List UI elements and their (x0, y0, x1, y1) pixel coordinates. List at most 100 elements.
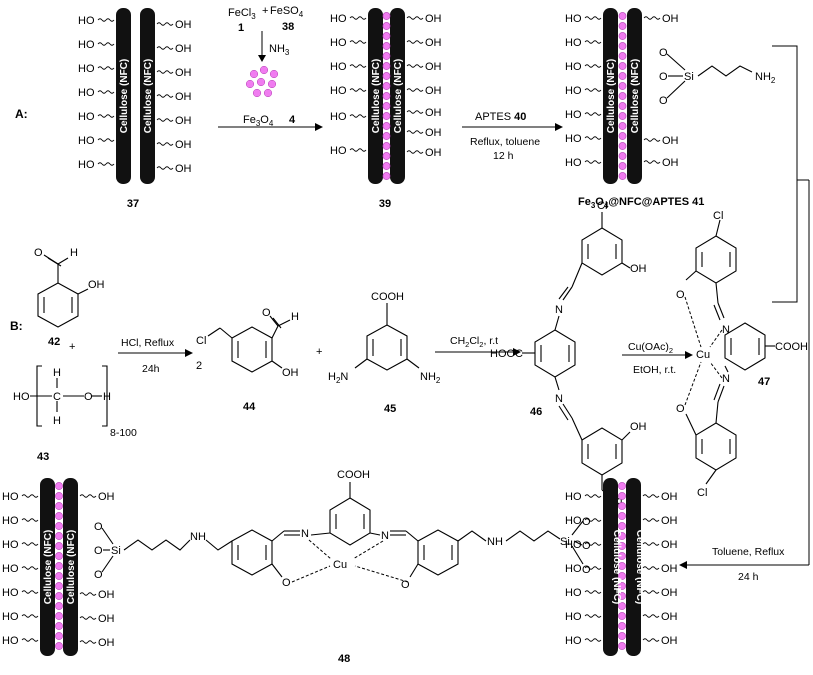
hydroxyl-label: HO (2, 515, 19, 527)
amine-nh: NH (190, 531, 206, 543)
cellulose-rod (603, 478, 618, 656)
product-48-right-rods: Cellulose (NFC) Cellulose (NFC) HOHOHOHO… (565, 478, 678, 656)
nanoparticle-bead (618, 562, 626, 570)
compound-1-label: 1 (238, 22, 244, 34)
atom-o: O (582, 540, 591, 552)
hydroxyl-label: OH (425, 127, 442, 139)
nanoparticle-bead (55, 502, 63, 510)
hydroxyl-label: HO (565, 157, 582, 169)
atom-h: H (70, 247, 78, 259)
hydroxyl-label: OH (175, 43, 192, 55)
hydroxyl-label: HO (565, 635, 582, 647)
nanoparticle-bead (382, 22, 391, 30)
nanoparticle-bead (618, 22, 627, 30)
hydroxyl-label: OH (661, 539, 678, 551)
nanoparticle-bead (55, 562, 63, 570)
rod-group-39: Cellulose (NFC) Cellulose (NFC) HOHOHOHO… (330, 8, 442, 184)
nanoparticle-bead (55, 592, 63, 600)
atom-n: N (555, 304, 563, 316)
nanoparticle-bead (382, 132, 391, 140)
section-label-a: A: (15, 107, 28, 121)
atom-o: O (659, 95, 668, 107)
compound-47-label: 47 (758, 376, 770, 388)
hydroxyl-label: OH (661, 515, 678, 527)
nanoparticle-bead (618, 82, 627, 90)
amine-right: NH2 (420, 371, 441, 385)
condition-ch2cl2: CH2Cl2, r.t (450, 335, 498, 349)
rod-label: Cellulose (NFC) (143, 59, 154, 133)
nanoparticle-bead (55, 572, 63, 580)
amine-left: H2N (328, 371, 348, 385)
condition-12h: 12 h (493, 150, 514, 162)
copper-center: Cu (333, 559, 347, 571)
nanoparticle-bead (382, 82, 391, 90)
condition-toluene-reflux: Toluene, Reflux (712, 546, 785, 558)
hydroxyl-label: OH (425, 107, 442, 119)
hydroxyl-label: OH (175, 19, 192, 31)
nanoparticle-bead (618, 612, 626, 620)
compound-42-structure: O H OH (34, 247, 105, 328)
nanoparticle-bead (618, 142, 627, 150)
fe3o4-nanoparticle-cluster (245, 65, 279, 98)
hydroxyl-label: OH (98, 613, 115, 625)
nanoparticle-bead (618, 132, 627, 140)
reagent-nh3: NH3 (269, 43, 290, 57)
nanoparticle-bead (618, 162, 627, 170)
nanoparticle-bead (618, 102, 627, 110)
hydroxyl-label: HO (565, 539, 582, 551)
hydroxyl: OH (282, 367, 299, 379)
condition-cuoac: Cu(OAc)2 (628, 341, 673, 355)
nanoparticle-bead (618, 32, 627, 40)
compound-37-label: 37 (127, 198, 139, 210)
hydroxyl-label: OH (175, 91, 192, 103)
hydroxyl-label: OH (661, 635, 678, 647)
nanoparticle-bead (618, 92, 627, 100)
nanoparticle-bead (618, 62, 627, 70)
atom-o: O (262, 307, 271, 319)
arrow-head (679, 561, 687, 569)
atom-ho: HO (13, 391, 30, 403)
hydroxyl-label: HO (78, 87, 95, 99)
nanoparticle-bead (55, 602, 63, 610)
nanoparticle-bead (618, 492, 626, 500)
hydroxyl-label: OH (425, 13, 442, 25)
hydroxyl-label: HO (330, 37, 347, 49)
hydroxyl-label: HO (330, 111, 347, 123)
atom-n: N (722, 324, 730, 336)
carboxyl-group: COOH (337, 469, 370, 481)
nanoparticle-bead (618, 642, 626, 650)
atom-c: C (53, 391, 61, 403)
cellulose-rod (603, 8, 618, 184)
rod-label: Cellulose (NFC) (630, 59, 641, 133)
compound-42-label: 42 (48, 336, 60, 348)
rod-label: Cellulose (NFC) (43, 530, 54, 604)
carboxyl-group: COOH (371, 291, 404, 303)
hydroxyl-label: HO (565, 13, 582, 25)
nanoparticle-bead (618, 112, 627, 120)
rod-label: Cellulose (NFC) (393, 59, 404, 133)
hydroxyl-label: OH (662, 135, 679, 147)
atom-o: O (676, 403, 685, 415)
plus-sign: + (262, 5, 268, 17)
hydroxyl-label: OH (98, 491, 115, 503)
atom-cl: Cl (713, 210, 723, 222)
hydroxyl-label: OH (175, 139, 192, 151)
hydroxyl-label: HO (78, 39, 95, 51)
nanoparticle-bead (618, 122, 627, 130)
nanoparticle-bead (55, 552, 63, 560)
copper-center: Cu (696, 349, 710, 361)
atom-o: O (401, 579, 410, 591)
atom-o: O (84, 391, 93, 403)
carboxyl-group: COOH (775, 341, 808, 353)
atom-h: H (53, 415, 61, 427)
nanoparticle-bead (382, 102, 391, 110)
product-48-left-rods: Cellulose (NFC) Cellulose (NFC) HOHOHOHO… (2, 478, 115, 656)
polymer-subscript: 8-100 (110, 427, 137, 439)
compound-4-label: 4 (289, 114, 296, 126)
nanoparticle-bead (382, 62, 391, 70)
hydroxyl-label: OH (425, 147, 442, 159)
